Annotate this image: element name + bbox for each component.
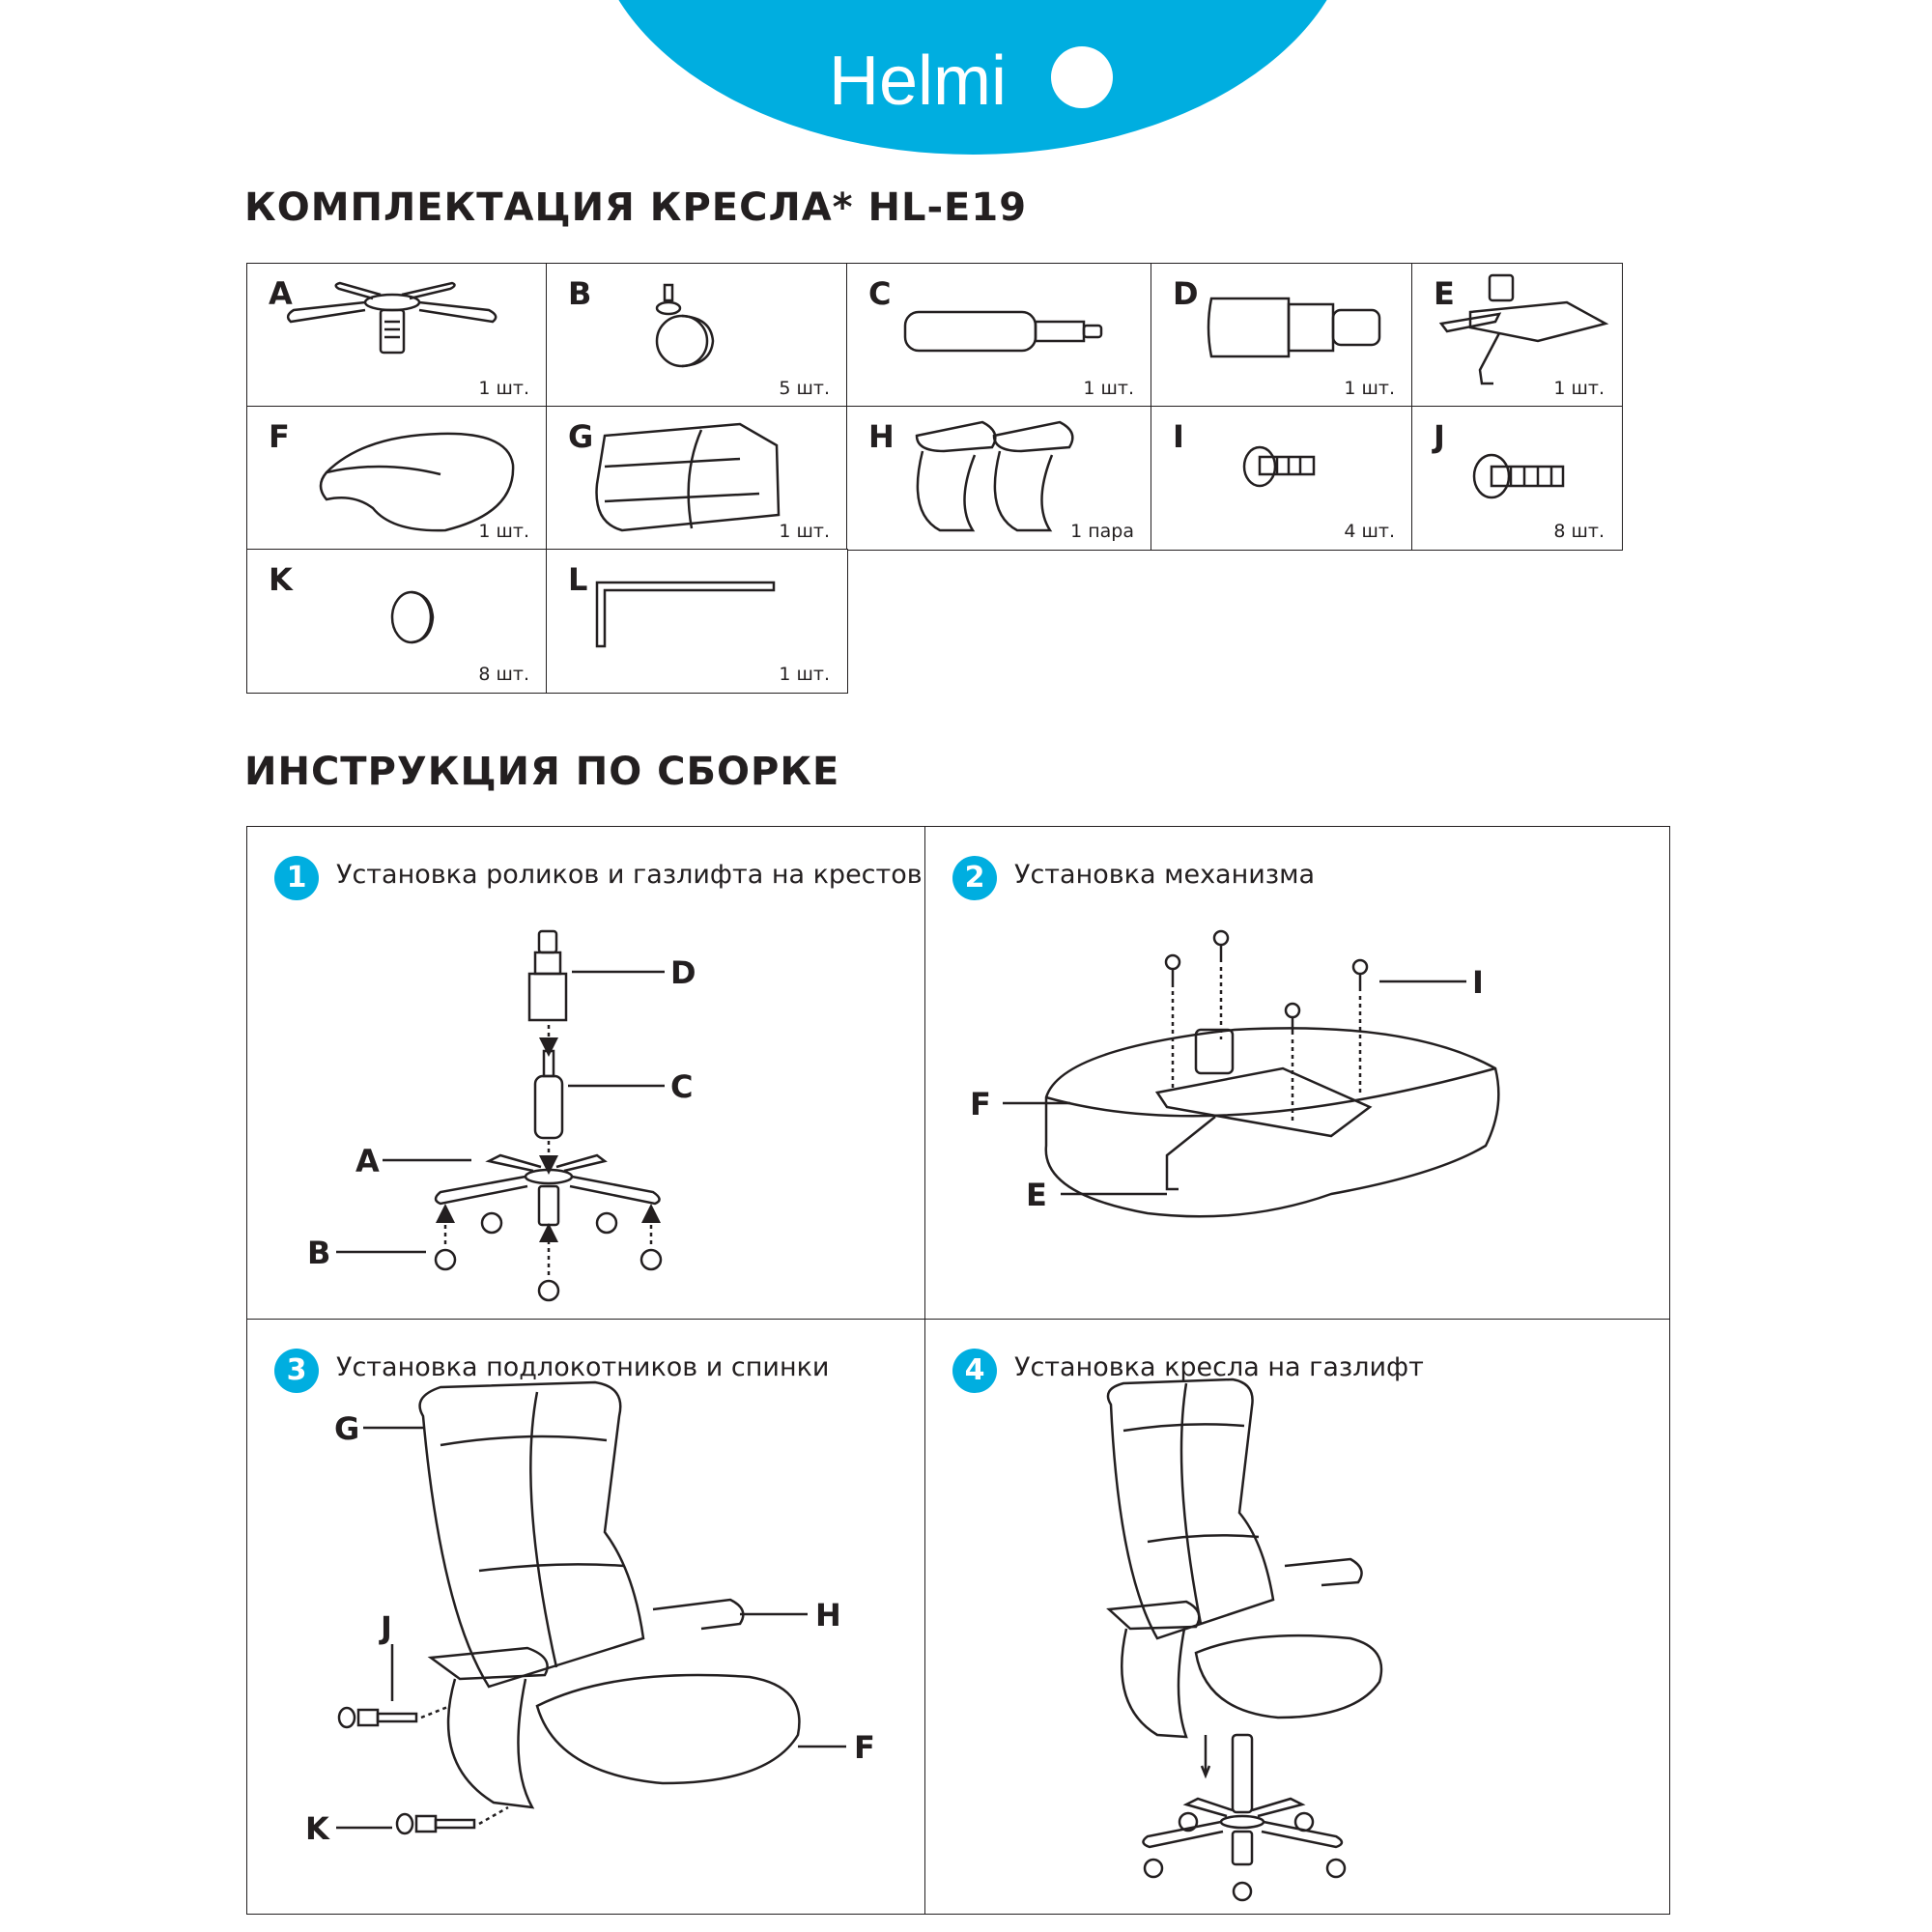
part-letter: J: [1434, 418, 1445, 455]
assembly-steps: D C A B 1 Установка роликов и газлифта н…: [246, 826, 1670, 1915]
part-cell-b: B 5 шт.: [546, 263, 848, 408]
part-qty: 4 шт.: [1344, 521, 1395, 542]
label-a: A: [355, 1143, 380, 1179]
part-cell-j: J 8 шт.: [1411, 406, 1623, 551]
part-qty: 1 шт.: [779, 521, 830, 542]
part-letter: K: [269, 561, 293, 598]
part-qty: 1 шт.: [1083, 378, 1134, 399]
label-k: K: [305, 1810, 330, 1847]
label-f: F: [854, 1729, 875, 1766]
step-3: G H J F K 3 Установка подлокотников и сп…: [246, 1319, 926, 1915]
label-h: H: [815, 1597, 841, 1634]
step-number: 4: [952, 1349, 997, 1393]
step-3-diagram: G H J F K: [247, 1320, 926, 1915]
part-qty: 5 шт.: [779, 378, 830, 399]
assembly-title: ИНСТРУКЦИЯ ПО СБОРКЕ: [244, 750, 839, 794]
label-c: C: [670, 1068, 693, 1105]
part-qty: 8 шт.: [1553, 521, 1605, 542]
part-letter: C: [868, 275, 891, 312]
part-cell-k: K 8 шт.: [246, 549, 548, 694]
part-letter: D: [1173, 275, 1199, 312]
part-qty: 1 шт.: [1553, 378, 1605, 399]
step-title: Установка механизма: [1014, 860, 1315, 890]
step-number: 2: [952, 856, 997, 900]
part-cell-d: D 1 шт.: [1151, 263, 1413, 408]
part-qty: 1 шт.: [779, 664, 830, 685]
part-letter: E: [1434, 275, 1455, 312]
part-cell-c: C 1 шт.: [846, 263, 1152, 408]
step-4: 4 Установка кресла на газлифт: [924, 1319, 1670, 1915]
step-2-diagram: I F E: [925, 827, 1670, 1321]
part-cell-g: G 1 шт.: [546, 406, 848, 551]
label-j: J: [379, 1609, 392, 1646]
step-4-diagram: [925, 1320, 1670, 1915]
part-letter: F: [269, 418, 290, 455]
step-number: 3: [274, 1349, 319, 1393]
step-1-diagram: D C A B: [247, 827, 926, 1321]
step-1: D C A B 1 Установка роликов и газлифта н…: [246, 826, 926, 1321]
step-number: 1: [274, 856, 319, 900]
step-2: I F E 2 Установка механизма: [924, 826, 1670, 1321]
part-cell-h: H 1 пара: [846, 406, 1152, 551]
step-title: Установка роликов и газлифта на крестови…: [336, 860, 926, 890]
label-g: G: [334, 1410, 359, 1447]
part-cell-a: A 1 шт.: [246, 263, 548, 408]
part-letter: A: [269, 275, 293, 312]
part-cell-f: F 1 шт.: [246, 406, 548, 551]
part-letter: I: [1173, 418, 1184, 455]
kit-title: КОМПЛЕКТАЦИЯ КРЕСЛА* HL-E19: [244, 185, 1027, 230]
part-cell-e: E 1 шт.: [1411, 263, 1623, 408]
part-qty: 8 шт.: [478, 664, 529, 685]
label-d: D: [670, 954, 696, 991]
part-qty: 1 шт.: [1344, 378, 1395, 399]
helmi-logo: Helmi: [0, 0, 1932, 155]
step-title: Установка кресла на газлифт: [1014, 1352, 1424, 1382]
logo-circle-icon: [1051, 46, 1113, 108]
part-letter: L: [568, 561, 587, 598]
part-letter: G: [568, 418, 593, 455]
part-qty: 1 шт.: [478, 521, 529, 542]
part-qty: 1 пара: [1070, 521, 1134, 542]
part-letter: B: [568, 275, 591, 312]
part-cell-i: I 4 шт.: [1151, 406, 1413, 551]
part-qty: 1 шт.: [478, 378, 529, 399]
label-b: B: [307, 1235, 330, 1271]
step-title: Установка подлокотников и спинки: [336, 1352, 829, 1382]
part-cell-l: L 1 шт.: [546, 549, 848, 694]
label-i: I: [1472, 964, 1484, 1001]
part-letter: H: [868, 418, 895, 455]
label-e: E: [1026, 1177, 1047, 1213]
label-f: F: [970, 1086, 991, 1122]
logo-text: Helmi: [829, 43, 1007, 120]
